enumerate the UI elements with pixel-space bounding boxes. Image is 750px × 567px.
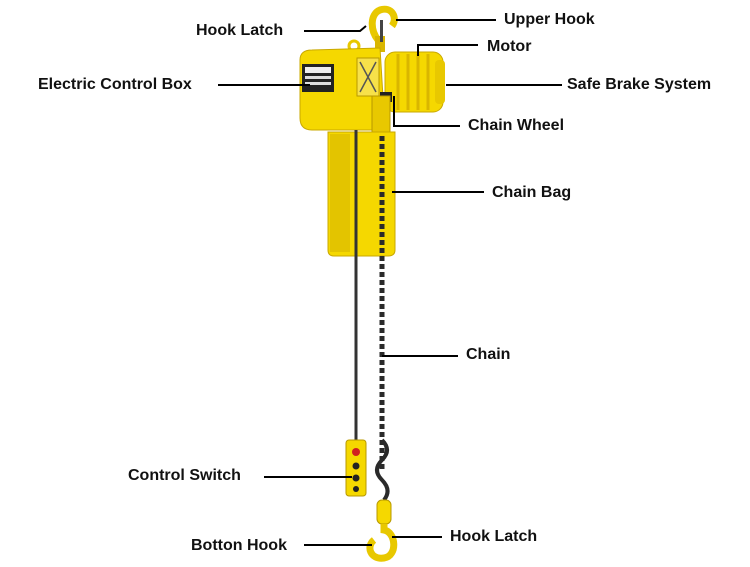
label-chain-wheel: Chain Wheel [468, 117, 565, 134]
chain-wheel-shape [371, 95, 391, 137]
control-switch-shape [345, 439, 367, 497]
upper-hook-shape [368, 5, 398, 52]
bottom-hook-shape [366, 499, 398, 562]
leader-hook-latch-top [304, 25, 367, 32]
label-control-switch: Control Switch [128, 467, 241, 484]
chain-shape [375, 136, 390, 502]
label-safe-brake-system: Safe Brake System [567, 76, 712, 93]
label-hook-latch-top: Hook Latch [196, 22, 284, 39]
label-electric-control-box: Electric Control Box [38, 76, 192, 93]
leader-chain-wheel [393, 96, 460, 127]
label-upper-hook: Upper Hook [504, 11, 595, 28]
motor-shape [380, 51, 445, 113]
label-chain: Chain [466, 346, 511, 363]
label-hook-latch-bottom: Hook Latch [450, 528, 538, 545]
chain-bag-shape [327, 131, 396, 257]
label-chain-bag: Chain Bag [492, 184, 572, 201]
label-motor: Motor [487, 38, 532, 55]
label-botton-hook: Botton Hook [191, 537, 287, 554]
leader-motor [417, 44, 478, 56]
leader-lines [218, 19, 562, 546]
